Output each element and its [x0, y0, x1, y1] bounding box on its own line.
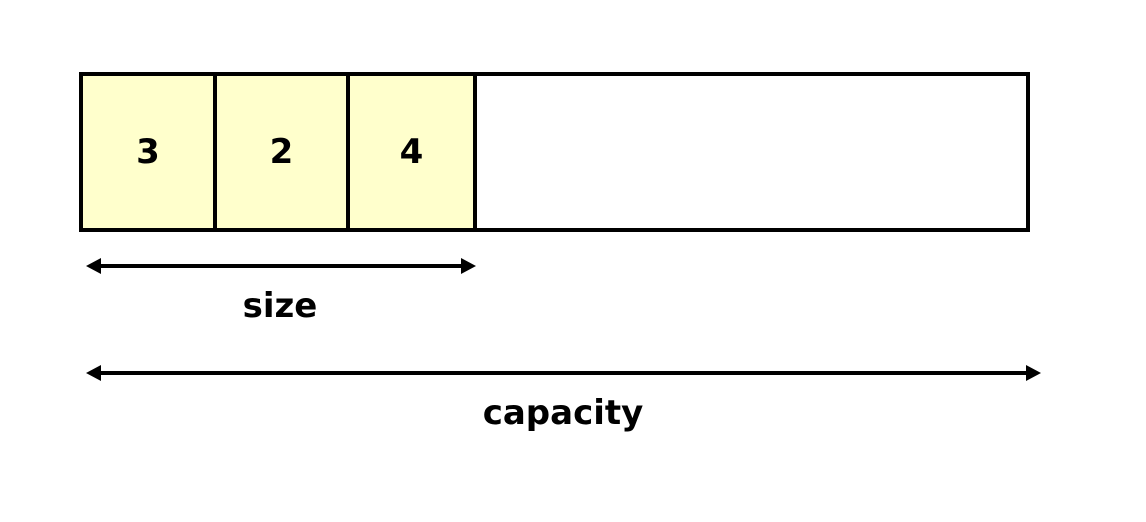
size-arrow: [86, 258, 476, 274]
size-label: size: [242, 286, 318, 326]
capacity-label: capacity: [482, 393, 644, 433]
array-cell-1: 2: [217, 76, 350, 228]
size-arrow-left-head: [86, 258, 101, 274]
capacity-arrow: [86, 365, 1041, 381]
array-cell-0-value: 3: [136, 132, 160, 172]
array-cell-1-value: 2: [269, 132, 294, 172]
array-cell-0: 3: [83, 76, 217, 228]
array-container: 3 2 4: [79, 72, 1030, 232]
capacity-arrow-left-head: [86, 365, 101, 381]
array-cell-2: 4: [350, 76, 477, 228]
array-cell-2-value: 4: [399, 132, 424, 172]
size-arrow-right-head: [461, 258, 476, 274]
capacity-arrow-right-head: [1026, 365, 1041, 381]
